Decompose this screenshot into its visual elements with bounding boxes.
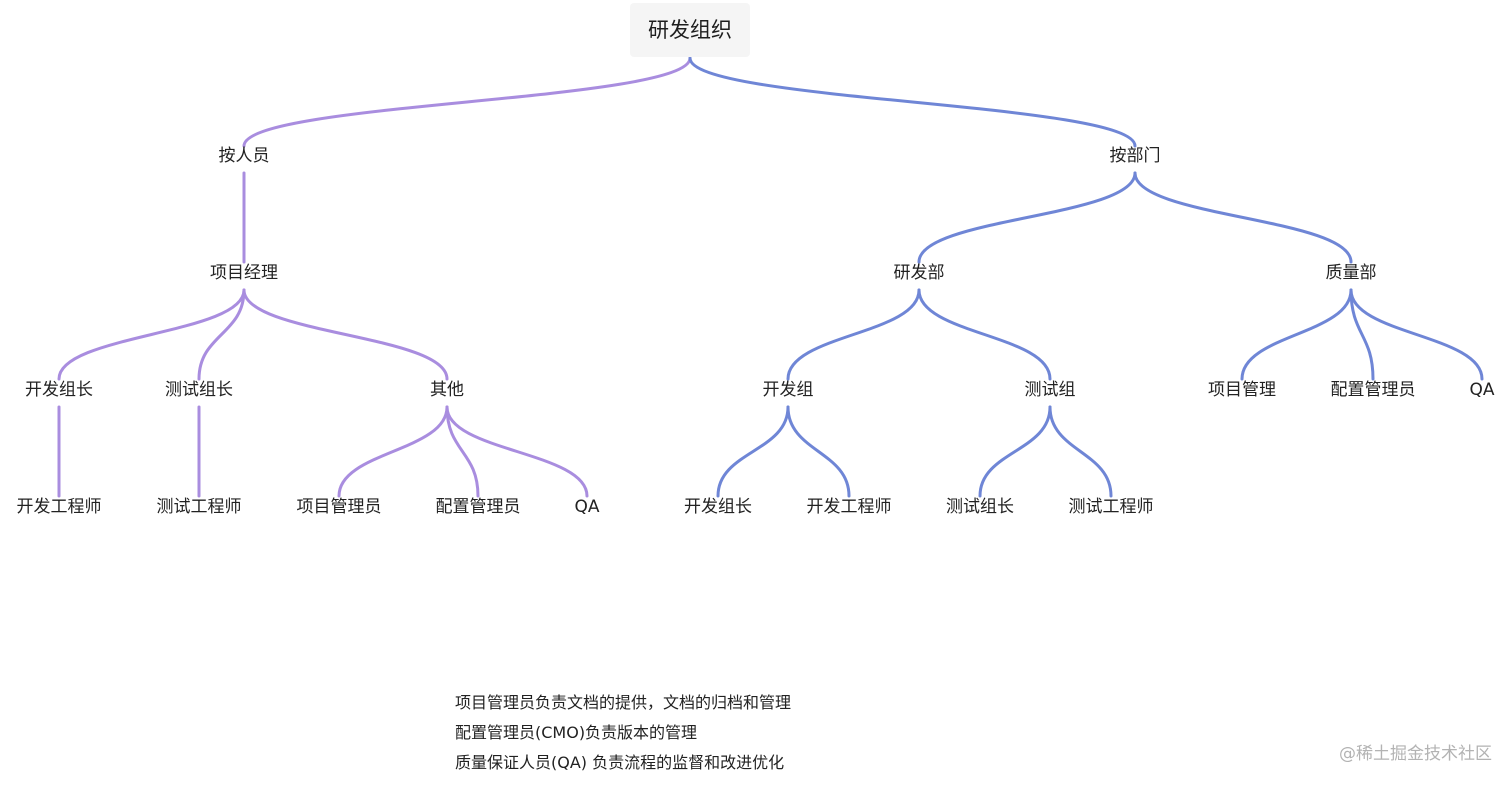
node-test-group-engineer[interactable]: 测试工程师 bbox=[1068, 497, 1154, 517]
watermark: @稀土掘金技术社区 bbox=[1339, 744, 1492, 764]
connector-line bbox=[1133, 171, 1353, 264]
node-qa-dept[interactable]: QA bbox=[1469, 380, 1495, 400]
connector-line bbox=[786, 405, 851, 498]
connector-line bbox=[197, 288, 246, 381]
node-rd-department[interactable]: 研发部 bbox=[893, 263, 945, 283]
connector-line bbox=[688, 56, 1137, 148]
connector-line bbox=[978, 405, 1052, 498]
connector-line bbox=[1349, 288, 1484, 381]
node-by-person[interactable]: 按人员 bbox=[218, 146, 270, 166]
connector-line bbox=[445, 405, 589, 498]
connector-line bbox=[1240, 288, 1353, 381]
connector-line bbox=[242, 56, 692, 148]
node-other[interactable]: 其他 bbox=[430, 380, 464, 400]
connector-line bbox=[445, 405, 480, 498]
note-line: 配置管理员(CMO)负责版本的管理 bbox=[455, 723, 698, 742]
node-test-lead[interactable]: 测试组长 bbox=[165, 380, 233, 400]
node-test-engineer[interactable]: 测试工程师 bbox=[156, 497, 242, 517]
connector-line bbox=[917, 171, 1137, 264]
root-node[interactable]: 研发组织 bbox=[630, 3, 750, 57]
node-dev-engineer[interactable]: 开发工程师 bbox=[16, 497, 102, 517]
note-line: 项目管理员负责文档的提供，文档的归档和管理 bbox=[455, 693, 792, 712]
connector-line bbox=[786, 288, 921, 381]
connector-line bbox=[1048, 405, 1113, 498]
connector-line bbox=[917, 288, 1052, 381]
connector-line bbox=[242, 288, 449, 381]
connector-line bbox=[1349, 288, 1375, 381]
node-project-admin[interactable]: 项目管理员 bbox=[296, 497, 382, 517]
node-by-department[interactable]: 按部门 bbox=[1109, 146, 1161, 166]
node-dev-group-engineer[interactable]: 开发工程师 bbox=[806, 497, 892, 517]
node-test-group-lead[interactable]: 测试组长 bbox=[946, 497, 1014, 517]
node-dev-lead[interactable]: 开发组长 bbox=[25, 380, 93, 400]
notes: 项目管理员负责文档的提供，文档的归档和管理 配置管理员(CMO)负责版本的管理 … bbox=[455, 688, 791, 778]
node-dev-group[interactable]: 开发组 bbox=[762, 380, 814, 400]
node-project-management[interactable]: 项目管理 bbox=[1208, 380, 1276, 400]
node-config-admin-dept[interactable]: 配置管理员 bbox=[1330, 380, 1416, 400]
node-quality-department[interactable]: 质量部 bbox=[1325, 263, 1377, 283]
connector-line bbox=[337, 405, 449, 498]
node-qa[interactable]: QA bbox=[574, 497, 600, 517]
connector-line bbox=[57, 288, 246, 381]
connector-line bbox=[716, 405, 790, 498]
node-config-admin[interactable]: 配置管理员 bbox=[435, 497, 521, 517]
node-test-group[interactable]: 测试组 bbox=[1024, 380, 1076, 400]
note-line: 质量保证人员(QA) 负责流程的监督和改进优化 bbox=[455, 753, 785, 772]
node-project-manager[interactable]: 项目经理 bbox=[210, 263, 278, 283]
node-dev-group-lead[interactable]: 开发组长 bbox=[684, 497, 752, 517]
